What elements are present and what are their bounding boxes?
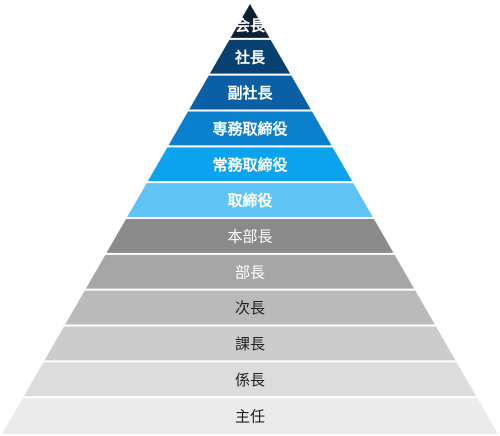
pyramid-tier: 課長 [44,326,456,361]
pyramid-tier: 取締役 [127,183,373,217]
tier-shape [85,254,415,289]
tier-shape [209,39,291,74]
tier-shape [147,147,353,182]
tier-shape [230,4,270,38]
tier-shape [2,398,498,434]
pyramid-tier: 常務取締役 [147,147,353,182]
tier-label: 副社長 [227,84,273,102]
tier-label: 専務取締役 [212,120,287,138]
tier-label: 次長 [235,299,265,317]
pyramid-tier: 部長 [85,254,415,289]
pyramid-tier: 社長 [209,39,291,74]
pyramid-tier: 本部長 [106,219,394,253]
pyramid-tier: 次長 [65,290,435,325]
tier-label: 常務取締役 [212,156,287,174]
tier-label: 主任 [235,408,265,426]
pyramid-tier: 係長 [23,362,477,397]
pyramid-tier: 主任 [2,398,498,434]
tier-shape [168,111,332,146]
tier-label: 社長 [234,48,266,66]
pyramid-tier: 会長 [230,4,270,38]
tier-shape [23,362,477,397]
pyramid-tier: 専務取締役 [168,111,332,146]
pyramid-tier: 副社長 [189,75,311,110]
tier-shape [189,75,311,110]
tier-label: 部長 [235,263,265,281]
tier-label: 会長 [235,17,266,35]
tier-shape [65,290,435,325]
tier-shape [127,183,373,217]
tier-shape [106,219,394,253]
tier-label: 課長 [235,335,265,353]
tier-label: 係長 [235,371,265,389]
tier-label: 取締役 [227,192,272,210]
tier-shape [44,326,456,361]
tier-label: 本部長 [227,227,272,245]
